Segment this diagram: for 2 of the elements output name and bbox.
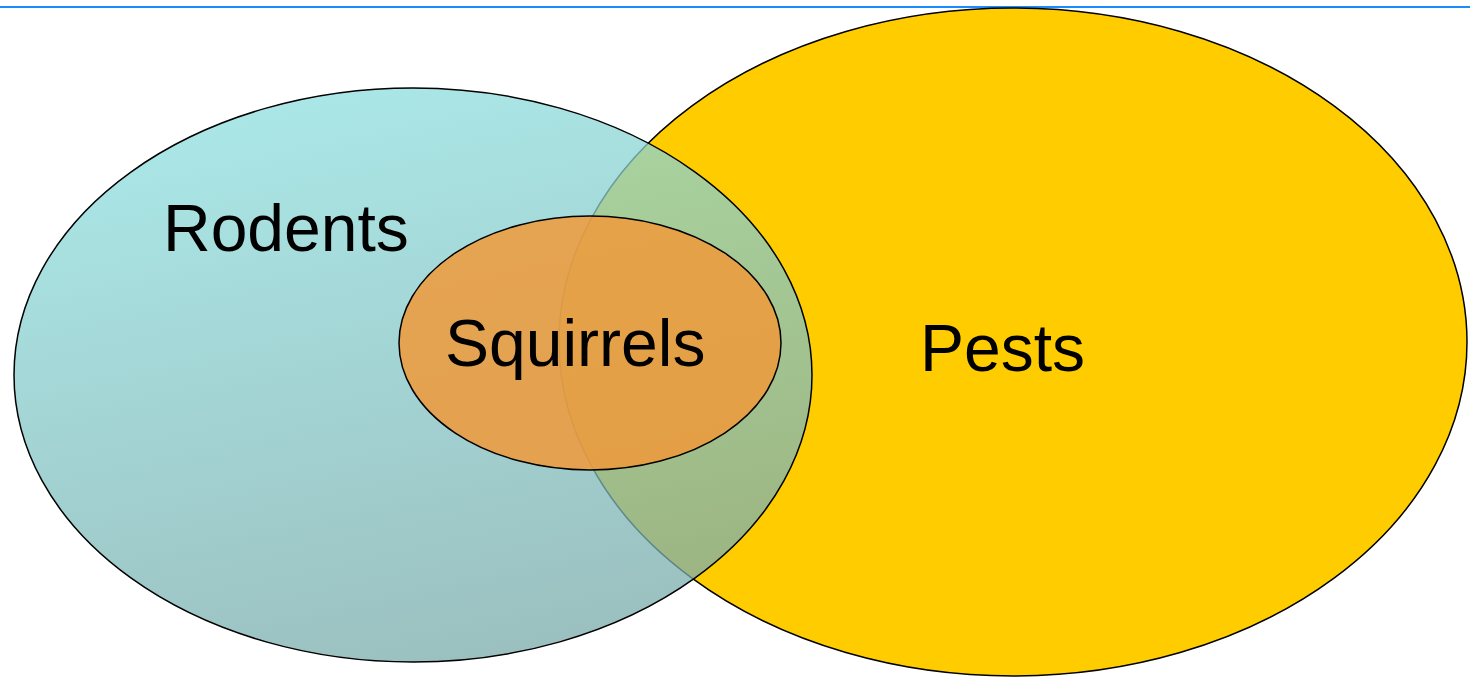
set-label: Rodents [163, 195, 409, 261]
set-label: Pests [920, 315, 1086, 381]
